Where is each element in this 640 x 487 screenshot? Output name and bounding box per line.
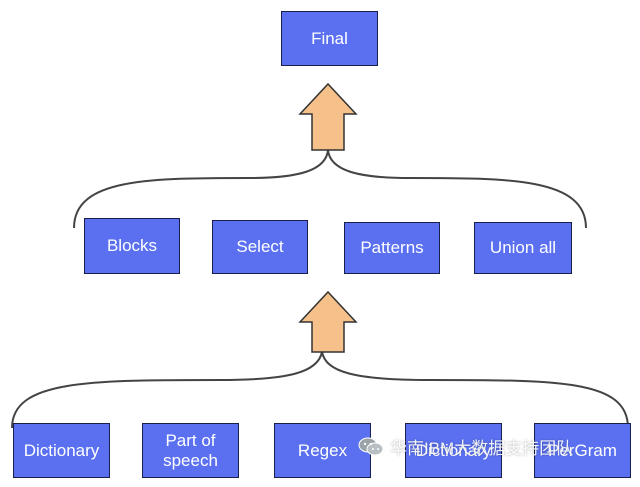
pergram-box: PerGram — [534, 423, 631, 478]
wechat-icon — [358, 436, 384, 458]
final-box: Final — [281, 11, 378, 66]
union-all-box: Union all — [474, 222, 572, 274]
part-of-speech-box: Part of speech — [142, 423, 239, 478]
dictionary-box-2: Dictionary — [405, 423, 502, 478]
dictionary-box: Dictionary — [13, 423, 110, 478]
upward-arrow-icon — [298, 82, 358, 151]
upper-brace — [73, 149, 587, 229]
lower-brace — [11, 351, 629, 429]
blocks-box: Blocks — [84, 218, 180, 274]
regex-box: Regex — [274, 423, 371, 478]
select-box: Select — [212, 220, 308, 274]
patterns-box: Patterns — [344, 222, 440, 274]
upward-arrow-icon — [298, 290, 358, 353]
watermark-text: 华南IBM大数据支持团队 — [390, 439, 574, 458]
watermark: 华南IBM大数据支持团队 — [358, 434, 573, 459]
